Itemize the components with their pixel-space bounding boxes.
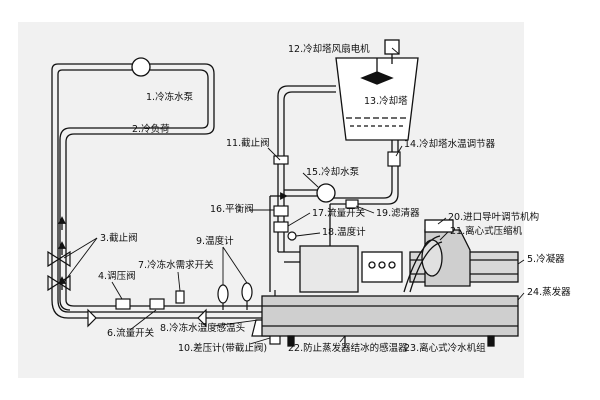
label-flow-switch-6: 6.流量开关 — [107, 327, 155, 339]
cooling-water-loop — [269, 85, 399, 292]
label-pressure-regulating-valve: 4.调压阀 — [98, 270, 136, 282]
label-freeze-protection-sensor: 22.防止蒸发器结冰的感温器 — [288, 342, 408, 354]
label-cooling-load: 2.冷负荷 — [132, 123, 170, 135]
label-chilled-water-pump: 1.冷冻水泵 — [146, 91, 194, 103]
label-inlet-guide-vane-mechanism: 20.进口导叶调节机构 — [448, 211, 539, 223]
label-balancing-valve: 16.平衡阀 — [210, 203, 254, 215]
label-thermometer-18: 18.温度计 — [322, 226, 366, 238]
label-centrifugal-compressor: 21.离心式压缩机 — [450, 225, 523, 237]
label-stop-valve-11: 11.截止阀 — [226, 137, 270, 149]
label-chilled-water-demand-switch: 7.冷冻水需求开关 — [138, 259, 214, 271]
chilled-water-loop — [51, 63, 262, 319]
tower-regulator — [387, 151, 401, 167]
bottom-line-devices — [87, 290, 207, 328]
leader-lines — [63, 47, 525, 345]
label-strainer: 19.滤清器 — [376, 207, 420, 219]
label-stop-valve-3: 3.截止阀 — [100, 232, 138, 244]
diagram-labels: 1.冷冻水泵 2.冷负荷 3.截止阀 4.调压阀 5.冷凝器 6.流量开关 7.… — [98, 43, 571, 354]
chilled-water-pump — [131, 57, 151, 77]
compressor-motor — [299, 219, 471, 293]
label-cooling-water-pump: 15.冷却水泵 — [306, 166, 360, 178]
label-tower-fan-motor: 12.冷却塔风扇电机 — [288, 43, 370, 55]
label-thermometer-9: 9.温度计 — [196, 235, 234, 247]
label-cooling-tower: 13.冷却塔 — [364, 95, 408, 107]
cooling-tower — [335, 39, 419, 141]
label-tower-temp-regulator: 14.冷却塔水温调节器 — [404, 138, 496, 150]
evaporator — [261, 295, 519, 348]
cooling-valves — [273, 155, 359, 241]
label-evaporator: 24.蒸发器 — [527, 286, 571, 298]
label-condenser: 5.冷凝器 — [527, 253, 565, 265]
label-differential-pressure-gauge: 10.差压计(带截止阀) — [178, 342, 267, 354]
cooling-water-pump — [316, 183, 336, 203]
label-flow-switch-17: 17.流量开关 — [312, 207, 366, 219]
label-centrifugal-chiller-unit: 23.离心式冷水机组 — [404, 342, 486, 354]
stop-valve-3 — [47, 250, 71, 292]
